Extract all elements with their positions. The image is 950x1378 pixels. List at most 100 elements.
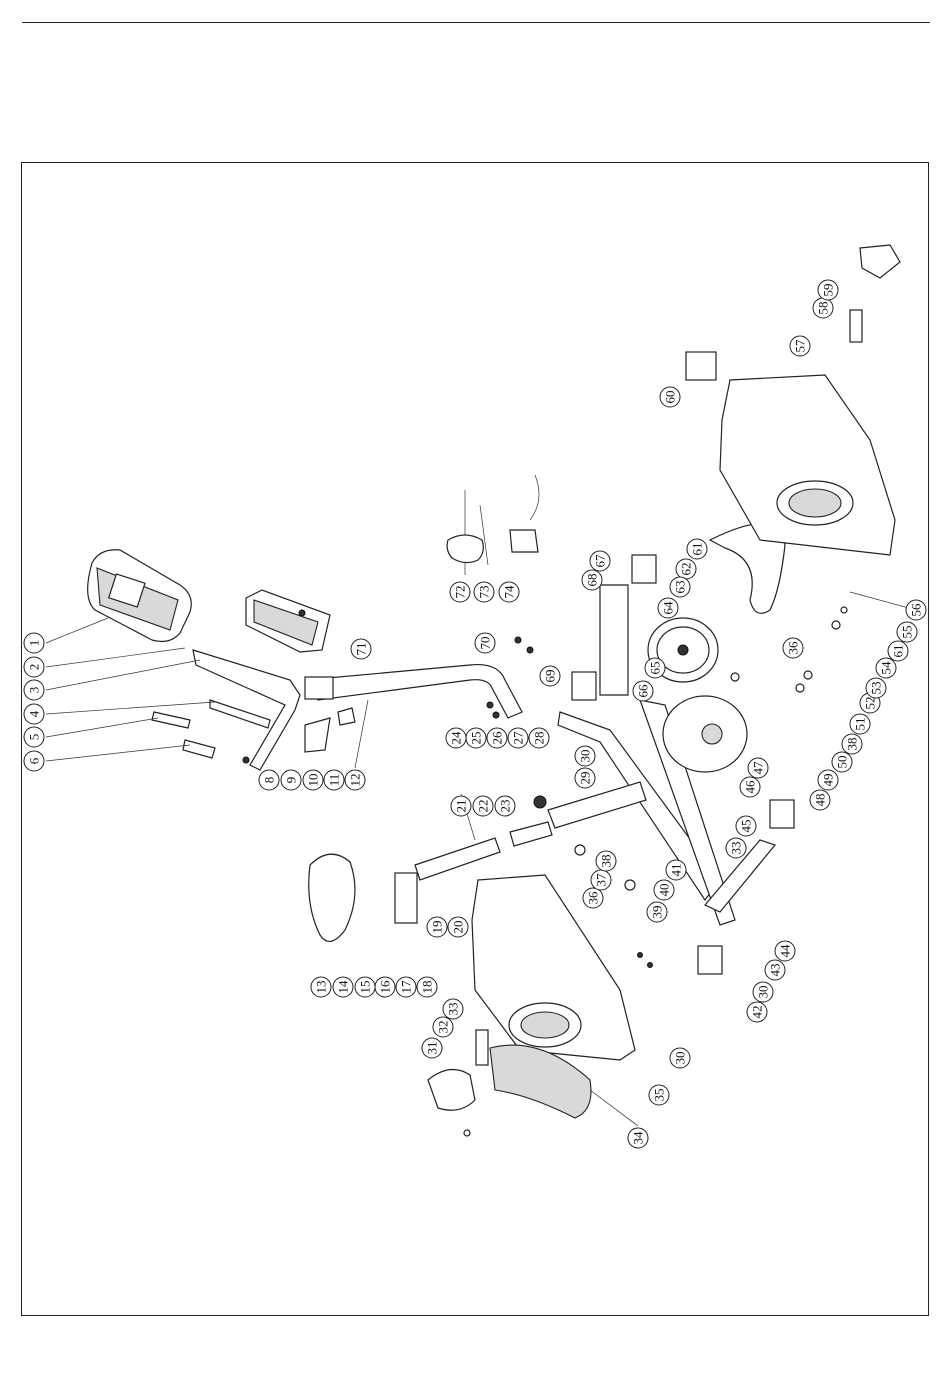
callout-37: 37 [591,870,611,890]
left-shroud-part [472,875,635,1060]
callout-number: 69 [543,670,558,683]
front-stabilizer-part [600,585,628,695]
flywheel-part [663,696,747,772]
callout-8: 8 [259,770,279,790]
callout-number: 51 [853,718,868,731]
callout-number: 18 [420,981,435,994]
callout-70: 70 [475,633,495,653]
callout-6: 6 [24,751,44,771]
callout-number: 58 [816,302,831,315]
end-cap-part [698,946,722,974]
front-tube-part [305,665,522,718]
callout-9: 9 [281,770,301,790]
sensor-parts [447,475,539,575]
callout-number: 22 [476,800,491,813]
callout-24: 24 [446,728,466,748]
callout-number: 39 [650,906,665,919]
callout-18: 18 [417,977,437,997]
callout-43: 43 [765,960,785,980]
callout-68: 68 [582,570,602,590]
callout-26: 26 [487,728,507,748]
callout-number: 74 [502,585,517,599]
callout-13: 13 [311,977,331,997]
callout-55: 55 [897,622,917,642]
callout-number: 34 [631,1131,646,1145]
callout-number: 15 [358,981,373,994]
callout-number: 30 [673,1052,688,1065]
callout-73: 73 [474,582,494,602]
callout-number: 2 [27,664,42,671]
callout-29: 29 [575,768,595,788]
callout-number: 37 [594,873,609,887]
callout-61: 61 [888,641,908,661]
callout-5: 5 [24,727,44,747]
end-cap-part [632,555,656,583]
callout-49: 49 [818,770,838,790]
callout-number: 56 [909,603,924,617]
callout-67: 67 [590,551,610,571]
end-cap-part [572,672,596,700]
callout-number: 1 [27,640,42,647]
callout-20: 20 [448,917,468,937]
callout-number: 71 [354,643,369,656]
callout-number: 73 [477,586,492,599]
callout-64: 64 [658,598,678,618]
callout-38: 38 [842,734,862,754]
callout-number: 26 [490,731,505,745]
callout-10: 10 [303,770,323,790]
callout-57: 57 [790,336,810,356]
callout-4: 4 [24,704,44,724]
callout-33: 33 [443,999,463,1019]
callout-number: 14 [336,980,351,994]
callout-36: 36 [583,888,603,908]
callout-number: 70 [478,637,493,650]
callout-number: 35 [652,1089,667,1102]
callout-number: 59 [821,284,836,297]
callout-number: 45 [739,820,754,833]
callout-number: 61 [690,543,705,556]
end-cap-part [770,800,794,828]
callout-number: 31 [425,1042,440,1055]
callout-number: 29 [578,772,593,785]
callout-number: 43 [768,964,783,977]
callout-69: 69 [540,666,560,686]
callout-number: 17 [399,980,414,994]
callout-number: 5 [27,734,42,741]
callout-39: 39 [647,902,667,922]
callout-11: 11 [324,770,344,790]
callout-number: 46 [743,780,758,794]
callout-2: 2 [24,657,44,677]
callout-28: 28 [529,728,549,748]
callout-62: 62 [676,559,696,579]
callout-35: 35 [649,1085,669,1105]
callout-40: 40 [654,880,674,900]
callout-number: 61 [891,645,906,658]
callout-30: 30 [670,1048,690,1068]
callout-63: 63 [670,577,690,597]
callout-50: 50 [832,752,852,772]
callout-number: 62 [679,563,694,576]
callout-number: 48 [813,794,828,807]
callout-17: 17 [396,977,416,997]
callout-number: 32 [436,1021,451,1034]
callout-number: 47 [751,761,766,775]
callout-71: 71 [351,639,371,659]
callout-number: 30 [578,750,593,763]
callout-30: 30 [575,746,595,766]
callout-number: 54 [879,661,894,675]
callout-number: 41 [669,864,684,877]
callout-number: 20 [451,921,466,934]
callout-number: 25 [469,732,484,745]
callout-65: 65 [645,658,665,678]
callout-61: 61 [687,539,707,559]
callout-number: 72 [453,586,468,599]
callout-number: 60 [663,391,678,404]
callout-21: 21 [451,796,471,816]
callout-number: 66 [636,684,651,698]
callout-number: 44 [778,944,793,958]
callout-23: 23 [495,796,515,816]
callout-15: 15 [355,977,375,997]
callout-46: 46 [740,777,760,797]
callout-48: 48 [810,790,830,810]
